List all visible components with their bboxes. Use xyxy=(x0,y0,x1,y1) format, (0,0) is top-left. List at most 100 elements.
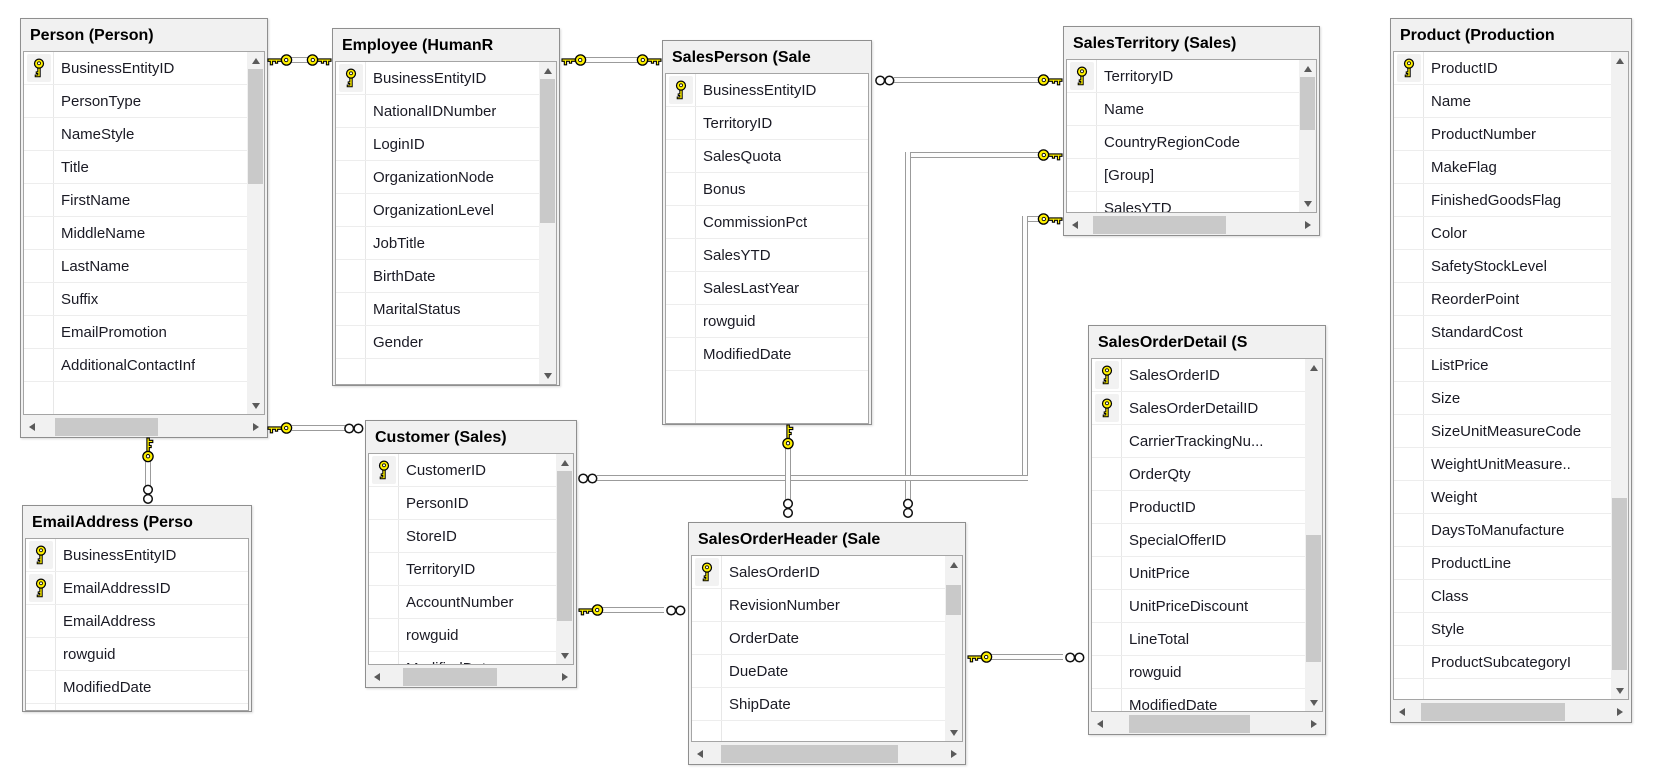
field-row[interactable]: AccountNumber xyxy=(369,586,556,619)
field-row[interactable]: NationalIDNumber xyxy=(336,95,539,128)
scroll-down-button[interactable] xyxy=(945,724,962,741)
connector-salesterritory-salesperson[interactable] xyxy=(894,77,1040,83)
field-row[interactable]: Style xyxy=(1394,613,1611,646)
scroll-left-button[interactable] xyxy=(1091,714,1109,734)
field-row[interactable]: Suffix xyxy=(24,283,247,316)
table-title[interactable]: Person (Person) xyxy=(30,27,154,44)
field-row[interactable]: ReorderPoint xyxy=(1394,283,1611,316)
field-row[interactable]: PersonID xyxy=(369,487,556,520)
field-row[interactable]: NameStyle xyxy=(24,118,247,151)
field-row[interactable]: SalesYTD xyxy=(1067,192,1299,213)
field-row[interactable]: ListPrice xyxy=(1394,349,1611,382)
connector-salesperson-salesorderheader[interactable] xyxy=(785,448,791,500)
connector-salesterritory-salesorderheader[interactable] xyxy=(905,152,911,502)
scroll-up-button[interactable] xyxy=(1305,359,1322,376)
vertical-scroll-thumb[interactable] xyxy=(1612,498,1627,670)
scroll-down-button[interactable] xyxy=(1611,682,1628,699)
vertical-scroll-thumb[interactable] xyxy=(248,69,263,184)
vertical-scrollbar[interactable] xyxy=(1299,60,1316,212)
field-row[interactable]: SpecialOfferID xyxy=(1092,524,1305,557)
field-row[interactable]: PersonType xyxy=(24,85,247,118)
field-row[interactable]: ModifiedDate xyxy=(369,652,556,665)
field-row[interactable]: rowguid xyxy=(1092,656,1305,689)
field-row[interactable]: OrderQty xyxy=(1092,458,1305,491)
field-row[interactable]: OrganizationNode xyxy=(336,161,539,194)
vertical-scroll-thumb[interactable] xyxy=(946,585,961,616)
field-row[interactable]: FinishedGoodsFlag xyxy=(1394,184,1611,217)
field-row[interactable]: UnitPriceDiscount xyxy=(1092,590,1305,623)
field-row[interactable]: Weight xyxy=(1394,481,1611,514)
scroll-right-button[interactable] xyxy=(945,744,963,764)
scroll-up-button[interactable] xyxy=(945,556,962,573)
field-row[interactable]: SalesQuota xyxy=(666,140,868,173)
scroll-up-button[interactable] xyxy=(556,454,573,471)
table-title[interactable]: EmailAddress (Perso xyxy=(32,514,193,531)
connector-person-customer[interactable] xyxy=(292,425,347,431)
horizontal-scrollbar[interactable] xyxy=(23,417,265,437)
field-row[interactable]: RevisionNumber xyxy=(692,589,945,622)
table-title[interactable]: SalesPerson (Sale xyxy=(672,49,811,66)
field-row[interactable]: EmailAddressID xyxy=(26,572,248,605)
connector-salesterritory-customer[interactable] xyxy=(1022,216,1028,480)
field-row[interactable]: ProductID xyxy=(1092,491,1305,524)
scroll-up-button[interactable] xyxy=(1611,52,1628,69)
field-row[interactable]: Color xyxy=(1394,217,1611,250)
field-row[interactable]: Name xyxy=(1394,85,1611,118)
connector-salesterritory-salesorderheader[interactable] xyxy=(905,152,1039,158)
field-row[interactable]: WeightUnitMeasure.. xyxy=(1394,448,1611,481)
field-row[interactable]: LastName xyxy=(24,250,247,283)
field-row[interactable]: AdditionalContactInf xyxy=(24,349,247,382)
field-row[interactable]: Class xyxy=(1394,580,1611,613)
field-row[interactable]: BusinessEntityID xyxy=(26,539,248,572)
scroll-up-button[interactable] xyxy=(539,62,556,79)
field-row[interactable]: SalesYTD xyxy=(666,239,868,272)
field-row[interactable]: TerritoryID xyxy=(666,107,868,140)
field-row[interactable]: ProductID xyxy=(1394,52,1611,85)
scroll-right-button[interactable] xyxy=(1305,714,1323,734)
table-title[interactable]: Customer (Sales) xyxy=(375,429,507,446)
horizontal-scrollbar[interactable] xyxy=(1066,215,1317,235)
horizontal-scroll-thumb[interactable] xyxy=(1092,216,1226,234)
field-row[interactable]: TerritoryID xyxy=(1067,60,1299,93)
vertical-scroll-thumb[interactable] xyxy=(1306,535,1321,663)
scroll-left-button[interactable] xyxy=(23,417,41,437)
field-row[interactable]: CommissionPct xyxy=(666,206,868,239)
field-row[interactable]: SalesOrderDetailID xyxy=(1092,392,1305,425)
horizontal-scrollbar[interactable] xyxy=(691,744,963,764)
field-row[interactable]: CarrierTrackingNu... xyxy=(1092,425,1305,458)
connector-salesorderheader-salesorderdetail[interactable] xyxy=(991,654,1063,660)
field-row[interactable]: OrderDate xyxy=(692,622,945,655)
field-row[interactable]: DueDate xyxy=(692,655,945,688)
scroll-left-button[interactable] xyxy=(691,744,709,764)
scroll-down-button[interactable] xyxy=(556,647,573,664)
horizontal-scroll-thumb[interactable] xyxy=(720,745,898,763)
field-row[interactable]: SalesLastYear xyxy=(666,272,868,305)
field-row[interactable]: ModifiedDate xyxy=(666,338,868,371)
field-row[interactable]: MakeFlag xyxy=(1394,151,1611,184)
scroll-right-button[interactable] xyxy=(1611,702,1629,722)
field-row[interactable]: OrganizationLevel xyxy=(336,194,539,227)
connector-salesterritory-customer[interactable] xyxy=(1022,216,1040,222)
field-row[interactable]: LineTotal xyxy=(1092,623,1305,656)
scroll-down-button[interactable] xyxy=(539,367,556,384)
scroll-right-button[interactable] xyxy=(556,667,574,687)
field-row[interactable]: BusinessEntityID xyxy=(666,74,868,107)
table-title[interactable]: Product (Production xyxy=(1400,27,1555,44)
scroll-up-button[interactable] xyxy=(1299,60,1316,77)
field-row[interactable]: JobTitle xyxy=(336,227,539,260)
table-title[interactable]: Employee (HumanR xyxy=(342,37,494,54)
field-row[interactable]: Title xyxy=(24,151,247,184)
field-row[interactable]: BusinessEntityID xyxy=(24,52,247,85)
field-row[interactable]: TerritoryID xyxy=(369,553,556,586)
vertical-scroll-thumb[interactable] xyxy=(1300,77,1315,131)
vertical-scrollbar[interactable] xyxy=(1611,52,1628,699)
table-title[interactable]: SalesTerritory (Sales) xyxy=(1073,35,1237,52)
vertical-scroll-thumb[interactable] xyxy=(557,471,572,621)
